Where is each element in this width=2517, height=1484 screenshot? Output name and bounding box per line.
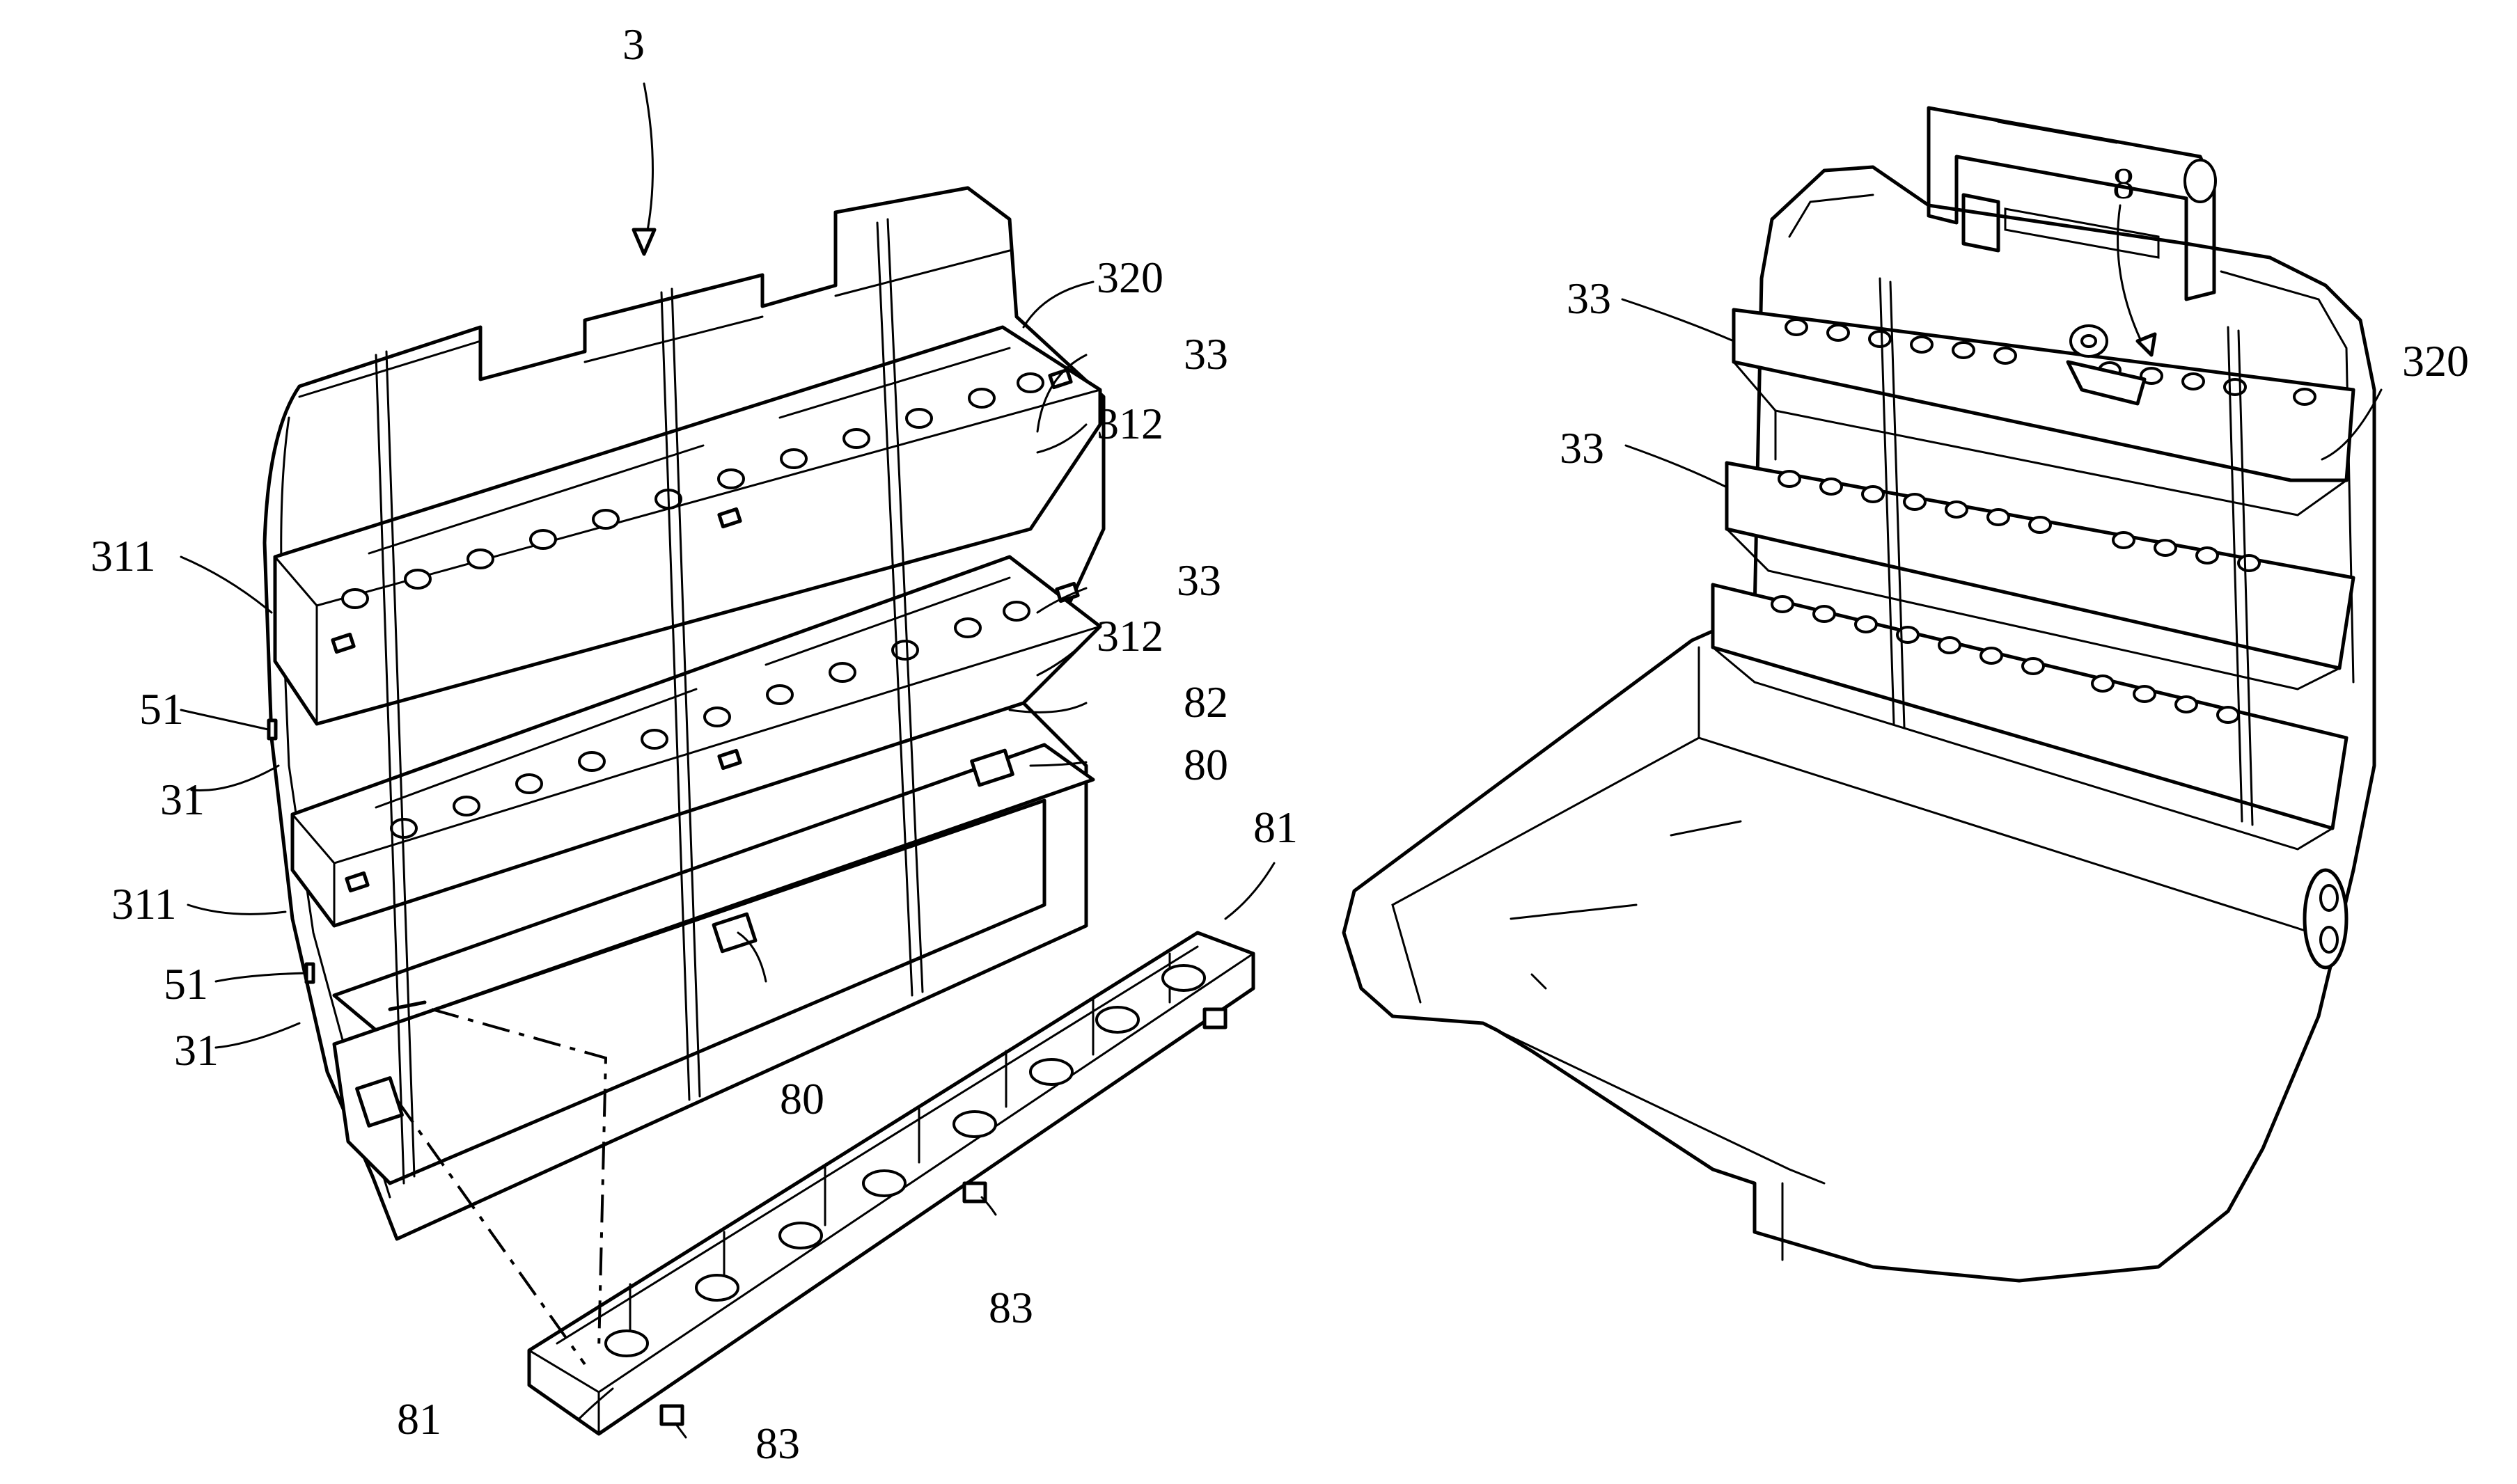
- label-ref-31-bottom: 31: [174, 1025, 219, 1075]
- label-ref-33-left-top: 33: [1184, 329, 1228, 379]
- side-latch-button: [2305, 870, 2346, 968]
- label-ref-311-bottom: 311: [111, 879, 177, 929]
- label-ref-33-right-top: 33: [1567, 274, 1611, 323]
- label-ref-33-right-mid: 33: [1560, 423, 1604, 473]
- label-ref-82: 82: [1184, 677, 1228, 727]
- label-ref-83-mid: 83: [989, 1283, 1033, 1332]
- tray-foot-83-bottom: [661, 1406, 682, 1424]
- left-tab-51-upper: [269, 720, 276, 739]
- label-ref-312-mid: 312: [1097, 611, 1163, 661]
- tray-foot-right: [1205, 1009, 1225, 1027]
- label-ref-83-bottom: 83: [755, 1419, 800, 1468]
- label-ref-51-top: 51: [139, 684, 184, 734]
- label-ref-320-left: 320: [1097, 253, 1163, 302]
- label-ref-8: 8: [2112, 159, 2135, 208]
- right-case-assembly: [1344, 108, 2374, 1281]
- label-ref-3: 3: [622, 19, 645, 69]
- label-ref-80-right: 80: [1184, 740, 1228, 789]
- label-ref-80-center: 80: [780, 1074, 824, 1123]
- label-ref-81-bottom: 81: [397, 1394, 441, 1444]
- label-ref-51-bottom: 51: [164, 959, 208, 1009]
- carry-handle: [1929, 108, 2216, 299]
- label-ref-312-top: 312: [1097, 399, 1163, 448]
- label-ref-33-left-mid: 33: [1177, 555, 1221, 605]
- label-ref-31-top: 31: [160, 775, 205, 824]
- label-ref-81-top: 81: [1253, 803, 1298, 852]
- label-ref-320-right: 320: [2402, 336, 2469, 386]
- label-ref-311-top: 311: [91, 531, 156, 581]
- right-base-edge: [1497, 1030, 1824, 1260]
